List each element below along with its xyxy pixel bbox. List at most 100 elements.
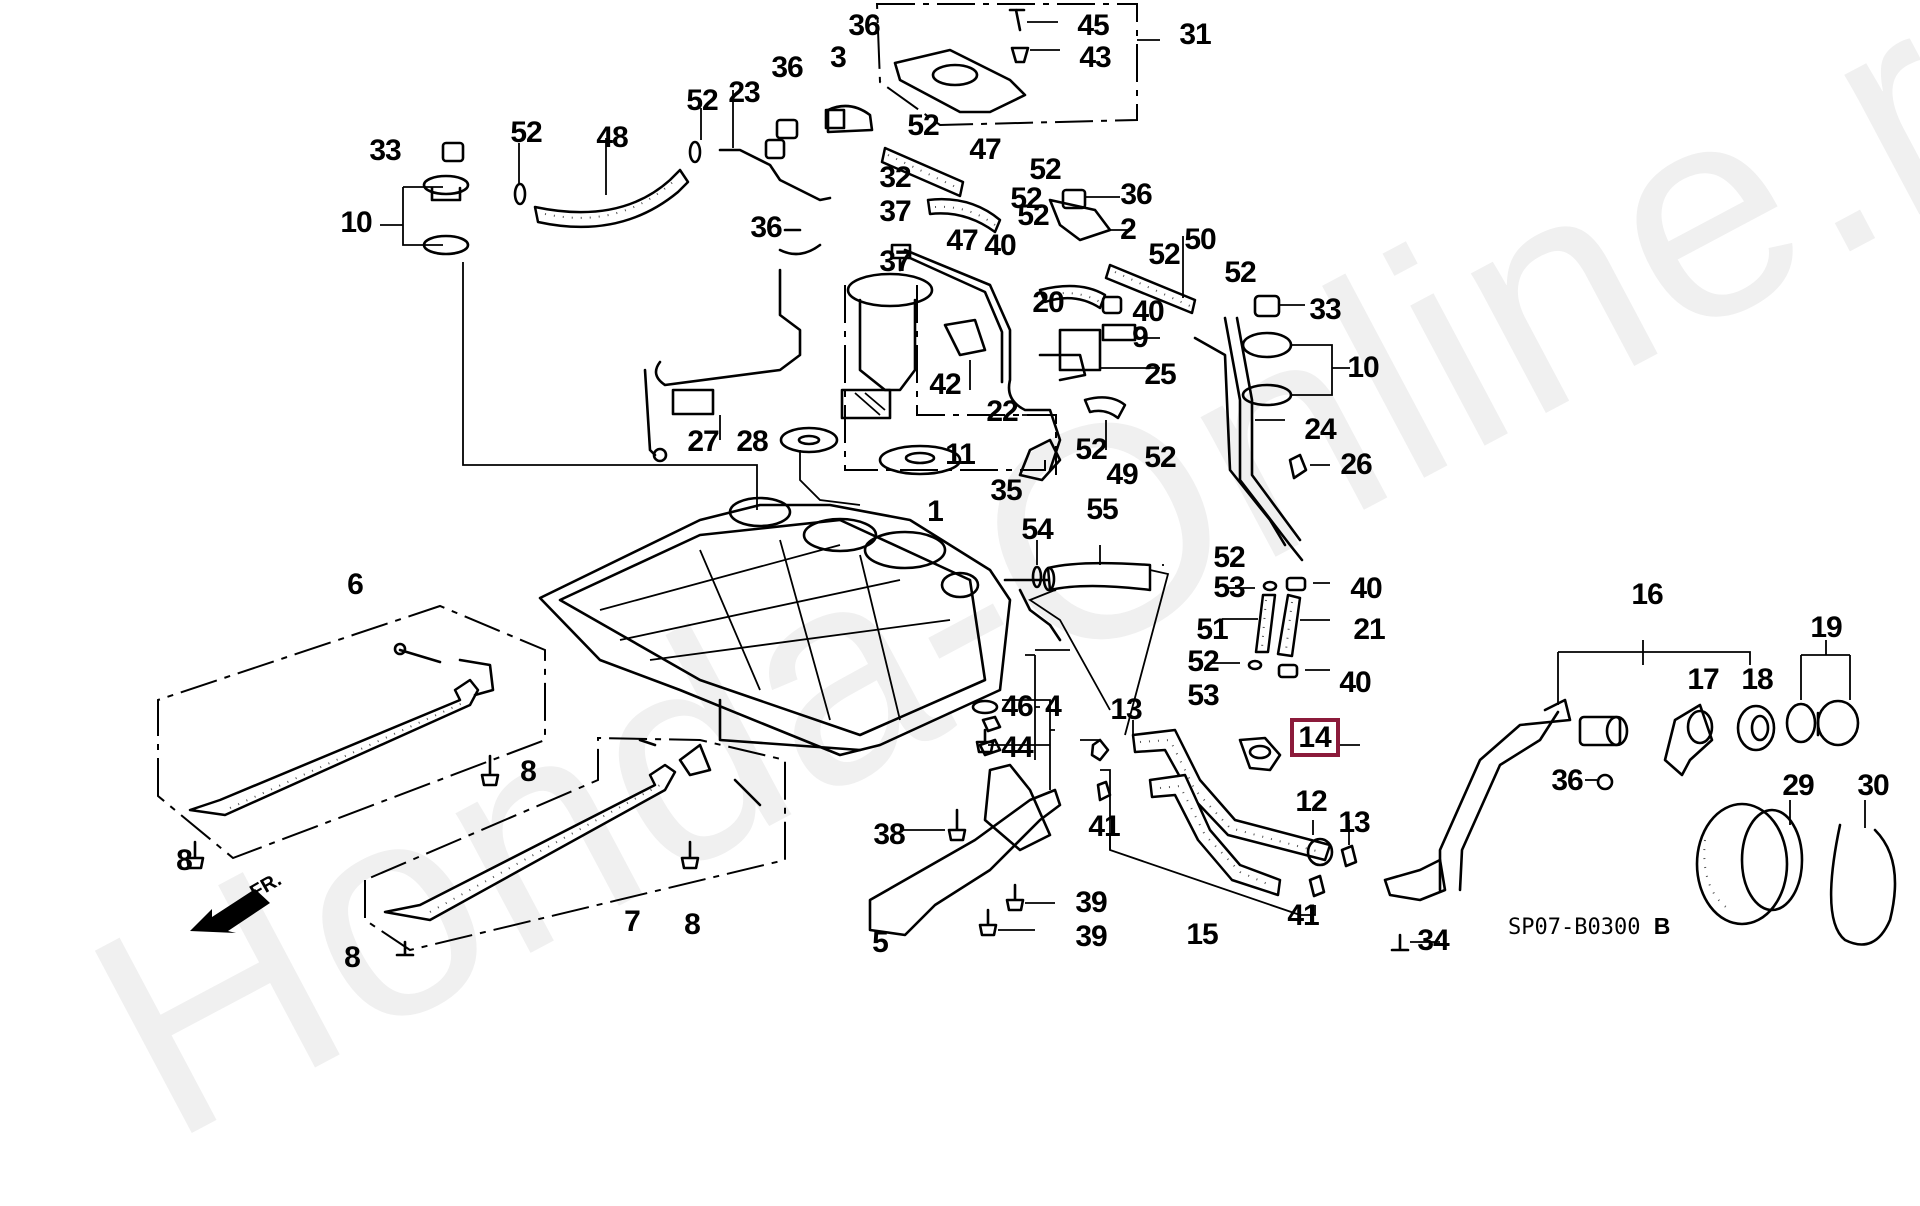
part-label-20[interactable]: 20 <box>1032 286 1064 319</box>
part-label-40[interactable]: 40 <box>1339 666 1371 699</box>
part-label-4[interactable]: 4 <box>1045 690 1062 723</box>
part-label-37[interactable]: 37 <box>879 245 911 278</box>
part-label-47[interactable]: 47 <box>946 224 978 257</box>
part-label-37[interactable]: 37 <box>879 195 911 228</box>
part-label-2[interactable]: 2 <box>1120 213 1137 246</box>
filler-pipe-parts <box>1695 800 1897 946</box>
part-label-33[interactable]: 33 <box>369 134 401 167</box>
hose-55-54 <box>1031 540 1164 592</box>
part-label-5[interactable]: 5 <box>872 926 889 959</box>
tank-strap-7[interactable] <box>364 736 786 952</box>
part-label-35[interactable]: 35 <box>990 474 1022 507</box>
fuel-pump-assembly[interactable] <box>643 228 1057 506</box>
part-label-45[interactable]: 45 <box>1077 9 1109 42</box>
part-label-52[interactable]: 52 <box>1029 153 1061 186</box>
part-label-36[interactable]: 36 <box>1551 764 1583 797</box>
part-label-23[interactable]: 23 <box>728 76 760 109</box>
part-label-13[interactable]: 13 <box>1338 806 1370 839</box>
part-label-52[interactable]: 52 <box>1010 182 1042 215</box>
part-label-8[interactable]: 8 <box>684 908 701 941</box>
part-label-31[interactable]: 31 <box>1179 18 1211 51</box>
part-label-36[interactable]: 36 <box>750 211 782 244</box>
part-label-27[interactable]: 27 <box>687 425 719 458</box>
part-label-6[interactable]: 6 <box>347 568 364 601</box>
part-label-26[interactable]: 26 <box>1340 448 1372 481</box>
bolt-8-parts <box>185 754 700 957</box>
part-label-43[interactable]: 43 <box>1079 41 1111 74</box>
part-label-41[interactable]: 41 <box>1088 810 1120 843</box>
part-label-7[interactable]: 7 <box>624 905 641 938</box>
part-label-54[interactable]: 54 <box>1021 513 1053 546</box>
part-label-32[interactable]: 32 <box>879 161 911 194</box>
part-label-52[interactable]: 52 <box>510 116 542 149</box>
diagram-drawing <box>157 3 1897 957</box>
drawing-code-text: SP07-B0300 <box>1508 915 1641 940</box>
part-label-48[interactable]: 48 <box>596 121 628 154</box>
part-label-39[interactable]: 39 <box>1075 886 1107 919</box>
part-label-50[interactable]: 50 <box>1184 223 1216 256</box>
part-label-10[interactable]: 10 <box>1347 351 1379 384</box>
part-label-36[interactable]: 36 <box>1120 178 1152 211</box>
part-label-39[interactable]: 39 <box>1075 920 1107 953</box>
part-label-52[interactable]: 52 <box>1224 256 1256 289</box>
part-label-52[interactable]: 52 <box>1213 541 1245 574</box>
parts-diagram: Honda-Online.ru <box>42 0 1920 1201</box>
part-label-47[interactable]: 47 <box>969 133 1001 166</box>
part-label-53[interactable]: 53 <box>1213 571 1245 604</box>
part-label-38[interactable]: 38 <box>873 818 905 851</box>
fuel-tank[interactable] <box>538 496 1012 757</box>
part-label-51[interactable]: 51 <box>1196 613 1228 646</box>
part-label-53[interactable]: 53 <box>1187 679 1219 712</box>
part-label-28[interactable]: 28 <box>736 425 768 458</box>
part-label-8[interactable]: 8 <box>176 844 193 877</box>
part-label-22[interactable]: 22 <box>986 395 1018 428</box>
part-label-9[interactable]: 9 <box>1132 321 1149 354</box>
highlighted-part-number: 14 <box>1298 720 1332 754</box>
part-label-36[interactable]: 36 <box>771 51 803 84</box>
part-label-52[interactable]: 52 <box>1148 238 1180 271</box>
part-label-16[interactable]: 16 <box>1631 578 1663 611</box>
part-label-52[interactable]: 52 <box>1075 433 1107 466</box>
upper-left-parts <box>380 90 832 510</box>
part-label-8[interactable]: 8 <box>520 755 537 788</box>
part-label-36[interactable]: 36 <box>848 9 880 42</box>
part-label-11[interactable]: 11 <box>945 438 976 471</box>
part-label-49[interactable]: 49 <box>1106 458 1138 491</box>
part-label-19[interactable]: 19 <box>1810 611 1842 644</box>
part-label-40[interactable]: 40 <box>1350 572 1382 605</box>
part-label-24[interactable]: 24 <box>1304 413 1336 446</box>
part-label-52[interactable]: 52 <box>907 109 939 142</box>
part-label-29[interactable]: 29 <box>1782 769 1814 802</box>
part-label-52[interactable]: 52 <box>686 84 718 117</box>
tank-strap-6[interactable] <box>157 604 546 860</box>
part-label-25[interactable]: 25 <box>1144 358 1176 391</box>
part-label-46[interactable]: 46 <box>1001 690 1033 723</box>
part-label-17[interactable]: 17 <box>1687 663 1719 696</box>
highlighted-part-label-14[interactable]: 14 <box>1290 718 1340 757</box>
part-label-10[interactable]: 10 <box>340 206 372 239</box>
fuel-feed-pipe <box>903 248 1062 482</box>
filler-neck-assembly[interactable] <box>1383 640 1860 952</box>
part-label-52[interactable]: 52 <box>1017 199 1049 232</box>
part-label-33[interactable]: 33 <box>1309 293 1341 326</box>
part-label-55[interactable]: 55 <box>1086 493 1118 526</box>
part-label-41[interactable]: 41 <box>1287 899 1319 932</box>
part-label-30[interactable]: 30 <box>1857 769 1889 802</box>
part-label-18[interactable]: 18 <box>1741 663 1773 696</box>
part-label-40[interactable]: 40 <box>1132 295 1164 328</box>
clips-nuts <box>1038 188 1350 562</box>
part-label-13[interactable]: 13 <box>1110 693 1142 726</box>
part-label-3[interactable]: 3 <box>830 41 847 74</box>
part-label-52[interactable]: 52 <box>1144 441 1176 474</box>
part-label-34[interactable]: 34 <box>1417 924 1449 957</box>
part-label-52[interactable]: 52 <box>1187 645 1219 678</box>
part-label-21[interactable]: 21 <box>1353 613 1385 646</box>
access-cover-assembly <box>824 3 1160 134</box>
part-label-44[interactable]: 44 <box>1001 731 1033 764</box>
part-label-12[interactable]: 12 <box>1295 785 1327 818</box>
part-label-15[interactable]: 15 <box>1186 918 1218 951</box>
part-label-8[interactable]: 8 <box>344 941 361 974</box>
part-label-42[interactable]: 42 <box>929 368 961 401</box>
part-label-1[interactable]: 1 <box>927 495 944 528</box>
part-label-40[interactable]: 40 <box>984 229 1016 262</box>
